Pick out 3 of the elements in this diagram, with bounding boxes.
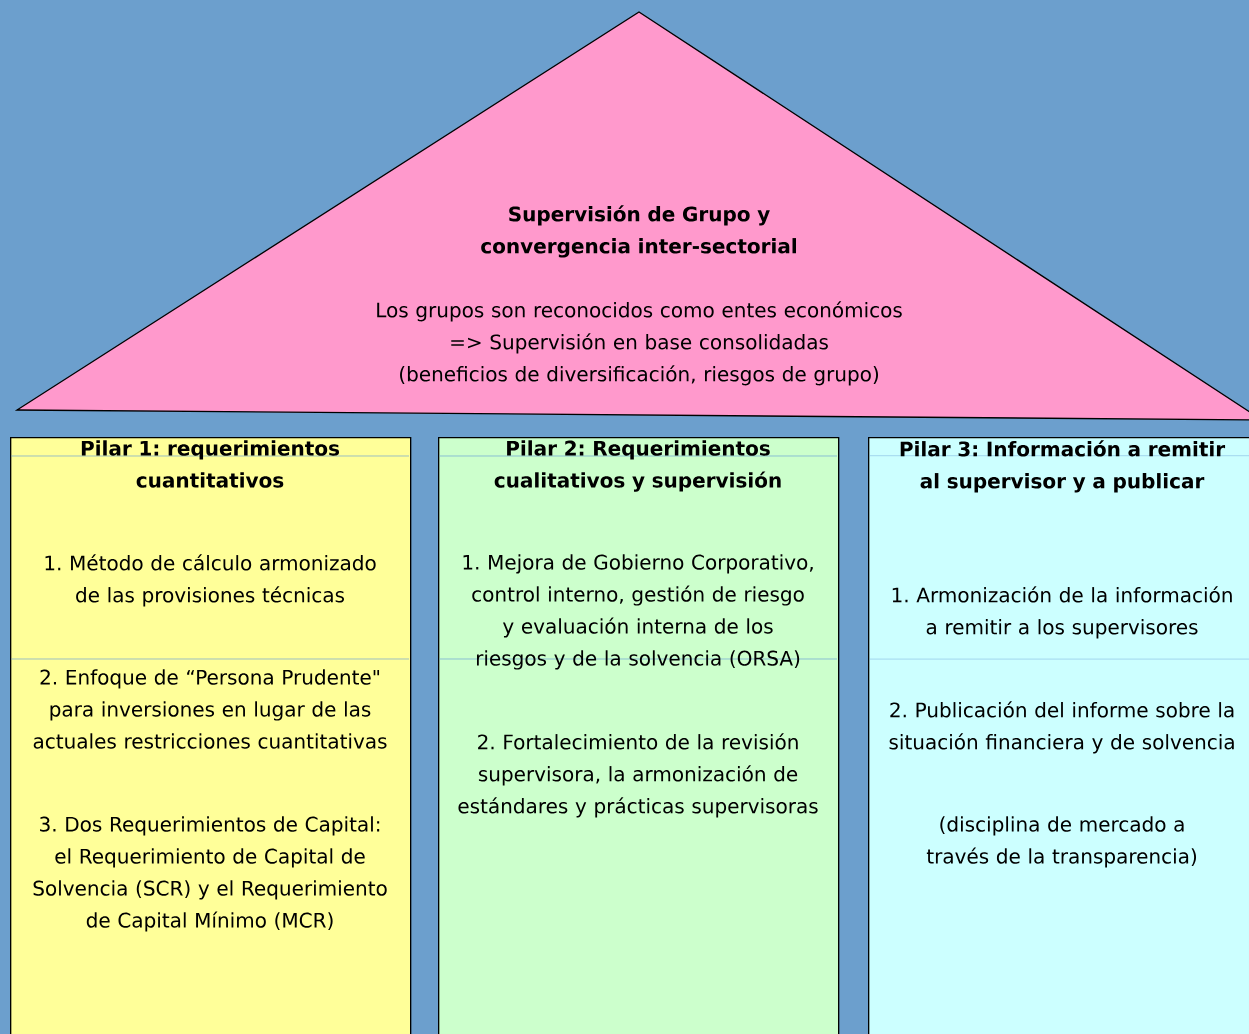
pillar-box: Pilar 3: Información a remitir al supervisor y a publicar 1. Armonización de la información a remitir a los supervisores 2. Publicación del informe sobre la situación financiera y de solvencia (disciplina de mercado a través de la transparencia) (868, 437, 1249, 1034)
pillar-box: Pilar 2: Requerimientos cualitativos y supervisión 1. Mejora de Gobierno Corporativo, control interno, gestión de riesgo y evaluación interna de los riesgos y de la solvencia (ORSA) 2. Fortalecimiento de la revisión supervisora, la armonización de estándares y prácticas supervisoras (438, 437, 840, 1034)
pillar-box: Pilar 1: requerimientos cuantitativos 1. Método de cálculo armonizado de las provisiones técnicas 2. Enfoque de “Persona Prudente" para inversiones en lugar de las actuales restricciones cuantitativas 3. Dos Requerimientos de Capital: el Requerimiento de Capital de Solvencia (SCR) y el Requerimiento de Capital Mínimo (MCR) (10, 437, 412, 1034)
